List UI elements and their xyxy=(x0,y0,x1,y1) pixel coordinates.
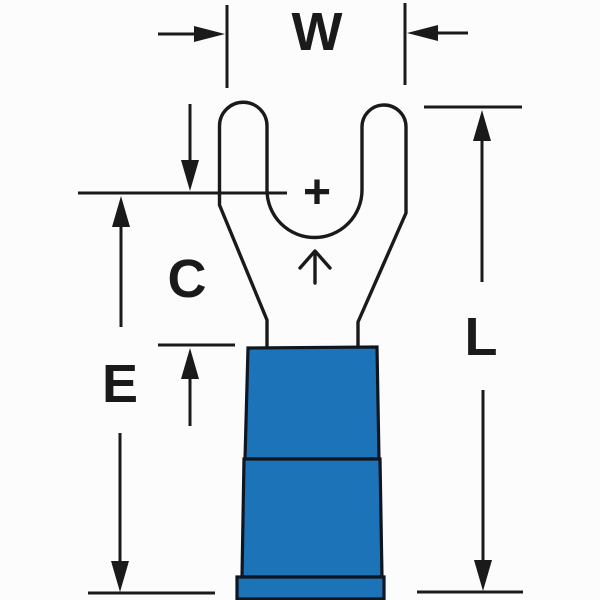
dim-l-arrowhead-top xyxy=(473,110,491,141)
stud-center-marker: + xyxy=(303,166,331,219)
dim-w-arrowhead-right xyxy=(407,25,438,41)
dim-w-arrowhead-left xyxy=(194,26,225,42)
dim-e-arrowhead-bottom xyxy=(111,561,129,592)
insulation-barrel-lower xyxy=(240,457,384,579)
insulation-barrel-upper xyxy=(243,345,381,461)
dim-c-arrowhead-top xyxy=(181,160,199,191)
dim-c-arrowhead-bottom xyxy=(181,348,199,379)
insulation-barrel-flange xyxy=(235,575,386,600)
dim-w-label: W xyxy=(292,2,343,62)
dim-e-label: E xyxy=(102,354,138,414)
dim-c-label: C xyxy=(168,249,207,309)
dim-l-label: L xyxy=(465,307,498,367)
dim-e-arrowhead-top xyxy=(112,196,130,227)
up-arrow-icon xyxy=(298,249,332,285)
dim-l-arrowhead-bottom xyxy=(474,560,492,591)
fork-tongue-outline xyxy=(217,100,408,351)
